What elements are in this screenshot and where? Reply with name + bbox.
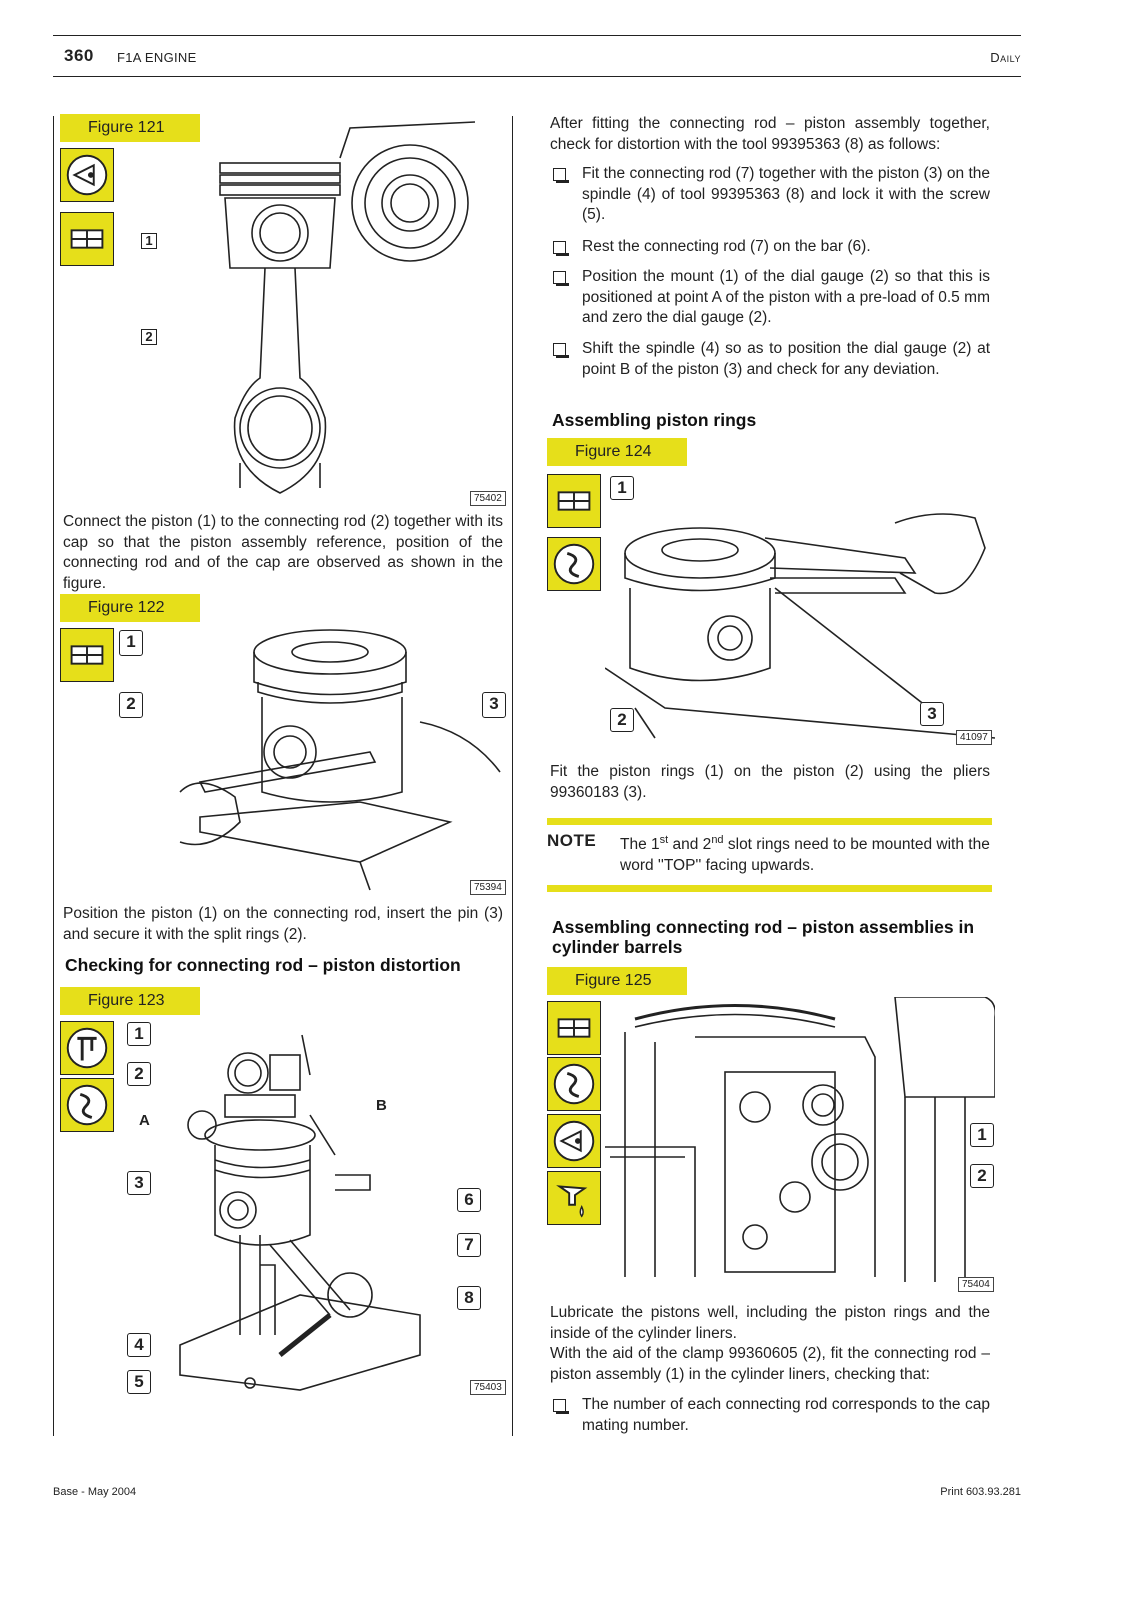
figure-121-callout-1: 1 [141, 233, 157, 249]
assembly-icon [60, 628, 114, 682]
assembly-icon [60, 212, 114, 266]
column-divider [512, 116, 513, 1436]
bullet-text: Rest the connecting rod (7) on the bar (… [582, 238, 871, 255]
figure-122-callout-1: 1 [119, 630, 143, 656]
note-sup-1: st [659, 834, 669, 846]
note-text: The 1st and 2nd slot rings need to be mo… [620, 830, 990, 876]
bullet-box [553, 241, 569, 256]
bullet-box [553, 343, 569, 358]
bullet-text: Shift the spindle (4) so as to position … [582, 340, 990, 378]
figure-121-description: Connect the piston (1) to the connecting… [63, 513, 503, 592]
heading-piston-rings: Assembling piston rings [552, 410, 757, 430]
dial-gauge-icon [60, 1078, 114, 1132]
figure-123-drawing [120, 1015, 510, 1395]
bullet-box [553, 271, 569, 286]
header-top-rule [53, 35, 1021, 36]
figure-123-callout-4: 4 [127, 1333, 151, 1357]
inspection-icon [60, 148, 114, 202]
figure-123-callout-8: 8 [457, 1286, 481, 1310]
figure-122-number: 75394 [470, 880, 506, 895]
header-bottom-rule [53, 76, 1021, 77]
note-text-2: and 2 [668, 836, 712, 854]
figure-123-point-a: A [139, 1112, 150, 1129]
figure-122-callout-3: 3 [482, 692, 506, 718]
figure-123-callout-7: 7 [457, 1233, 481, 1257]
heading-cylinder-assembly: Assembling connecting rod – piston assem… [552, 917, 975, 957]
figure-121-drawing [120, 118, 510, 508]
distortion-intro: After fitting the connecting rod – pisto… [550, 115, 990, 153]
figure-124-drawing [605, 478, 995, 748]
note-top-rule [547, 818, 992, 825]
bullet-rest-rod: Rest the connecting rod (7) on the bar (… [550, 237, 990, 258]
inspection-icon [547, 1114, 601, 1168]
manual-title: Daily [990, 50, 1021, 65]
dial-gauge-icon [547, 537, 601, 591]
figure-123-label: Figure 123 [60, 987, 200, 1015]
figure-122-description: Position the piston (1) on the connectin… [63, 905, 503, 943]
bullet-text: Position the mount (1) of the dial gauge… [582, 268, 990, 326]
heading-distortion-check: Checking for connecting rod – piston dis… [65, 955, 461, 975]
figure-124-callout-3: 3 [920, 702, 944, 726]
figure-125-label: Figure 125 [547, 967, 687, 995]
left-margin-rule [53, 116, 54, 1436]
figure-123-callout-1: 1 [127, 1022, 151, 1046]
figure-123-point-b: B [376, 1097, 387, 1114]
dial-gauge-icon [547, 1057, 601, 1111]
assembly-icon [547, 474, 601, 528]
figure-121-callout-2: 2 [141, 329, 157, 345]
figure-121-label: Figure 121 [60, 114, 200, 142]
bullet-fit-connecting-rod: Fit the connecting rod (7) together with… [550, 164, 990, 226]
note-text-1: The 1 [620, 836, 660, 854]
note-bottom-rule [547, 885, 992, 892]
figure-121-number: 75402 [470, 491, 506, 506]
bullet-text: The number of each connecting rod corres… [582, 1396, 990, 1434]
bullet-rod-number: The number of each connecting rod corres… [550, 1395, 990, 1436]
figure-125-description-1: Lubricate the pistons well, including th… [550, 1304, 990, 1342]
figure-125-description-2: With the aid of the clamp 99360605 (2), … [550, 1345, 990, 1383]
bullet-shift-spindle: Shift the spindle (4) so as to position … [550, 339, 990, 380]
figure-123-number: 75403 [470, 1380, 506, 1395]
figure-122-drawing [120, 622, 510, 894]
figure-123-callout-6: 6 [457, 1188, 481, 1212]
footer-edition: Base - May 2004 [53, 1486, 137, 1498]
figure-123-callout-3: 3 [127, 1171, 151, 1195]
note-sup-2: nd [711, 834, 724, 846]
figure-125-drawing [605, 997, 995, 1282]
assembly-icon [547, 1001, 601, 1055]
section-title: F1A ENGINE [117, 50, 197, 65]
figure-125-number: 75404 [958, 1277, 994, 1292]
bullet-position-mount: Position the mount (1) of the dial gauge… [550, 267, 990, 329]
figure-124-label: Figure 124 [547, 438, 687, 466]
page-number: 360 [64, 46, 94, 65]
figure-122-label: Figure 122 [60, 594, 200, 622]
figure-125-callout-2: 2 [970, 1164, 994, 1188]
figure-122-callout-2: 2 [119, 692, 143, 718]
figure-125-callout-1: 1 [970, 1123, 994, 1147]
figure-124-callout-1: 1 [610, 476, 634, 500]
bullet-box [553, 1399, 569, 1414]
figure-123-callout-2: 2 [127, 1062, 151, 1086]
note-label: NOTE [547, 831, 597, 850]
figure-123-callout-5: 5 [127, 1370, 151, 1394]
lubrication-icon [547, 1171, 601, 1225]
figure-124-description: Fit the piston rings (1) on the piston (… [550, 763, 990, 801]
bullet-box [553, 168, 569, 183]
note-text-3: slot rings need to be mounted with the w… [620, 836, 990, 874]
bullet-text: Fit the connecting rod (7) together with… [582, 165, 990, 223]
figure-124-callout-2: 2 [610, 708, 634, 732]
caliper-gauge-icon [60, 1021, 114, 1075]
figure-124-number: 41097 [956, 730, 992, 745]
footer-print-code: Print 603.93.281 [940, 1486, 1021, 1498]
